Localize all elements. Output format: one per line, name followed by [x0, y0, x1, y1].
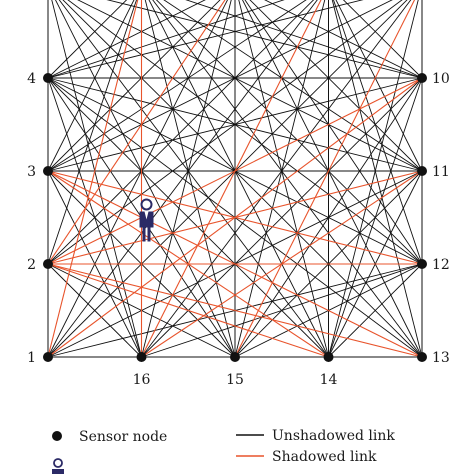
sensor-node-13 — [417, 352, 427, 362]
sensor-node-1 — [43, 352, 53, 362]
node-label-11: 11 — [432, 164, 450, 180]
sensor-nodes — [43, 73, 427, 362]
sensor-node-3 — [43, 166, 53, 176]
shadowed-link — [141, 170, 423, 358]
legend-person-icon — [52, 458, 64, 474]
legend-sensor-node-label: Sensor node — [79, 429, 167, 445]
shadowed-link — [47, 0, 139, 358]
unshadowed-link — [141, 0, 412, 358]
shadowed-link — [47, 263, 423, 358]
unshadowed-link — [141, 263, 423, 358]
sensor-node-10 — [417, 73, 427, 83]
legend-shadowed-label: Shadowed link — [272, 449, 377, 465]
unshadowed-link — [234, 77, 423, 358]
unshadowed-link — [141, 0, 232, 358]
unshadowed-link — [185, 0, 423, 79]
shadowed-link — [47, 263, 329, 358]
sensor-node-15 — [230, 352, 240, 362]
shadowed-link — [47, 170, 423, 358]
legend-unshadowed-label: Unshadowed link — [272, 428, 395, 444]
unshadowed-link — [152, 0, 423, 358]
sensor-node-14 — [323, 352, 334, 362]
shadowed-link — [47, 170, 423, 265]
node-label-10: 10 — [432, 71, 450, 87]
legend-node-marker — [52, 431, 62, 441]
unshadowed-link — [328, 0, 419, 358]
unshadowed-link — [155, 0, 423, 265]
node-label-12: 12 — [432, 257, 450, 273]
node-label-2: 2 — [27, 257, 36, 273]
unshadowed-link — [47, 0, 285, 79]
unshadowed-link — [47, 0, 315, 265]
links — [47, 0, 423, 358]
node-label-3: 3 — [27, 164, 36, 180]
shadowed-link — [234, 0, 416, 358]
sensor-node-4 — [43, 73, 53, 83]
node-label-14: 14 — [320, 372, 338, 388]
node-label-1: 1 — [27, 350, 36, 366]
unshadowed-link — [342, 0, 423, 79]
node-label-4: 4 — [27, 71, 36, 87]
sensor-node-12 — [417, 259, 427, 269]
sensor-node-16 — [136, 352, 147, 362]
shadowed-link — [141, 0, 322, 358]
person-icon — [139, 198, 154, 242]
legend: Sensor node Unshadowed link Shadowed lin… — [52, 428, 395, 474]
unshadowed-link — [328, 263, 423, 358]
sensor-node-11 — [417, 166, 427, 176]
node-label-13: 13 — [432, 350, 450, 366]
unshadowed-link — [47, 263, 142, 358]
sensor-node-2 — [43, 259, 53, 269]
node-label-16: 16 — [133, 372, 151, 388]
unshadowed-link — [47, 77, 142, 358]
node-label-15: 15 — [226, 372, 244, 388]
